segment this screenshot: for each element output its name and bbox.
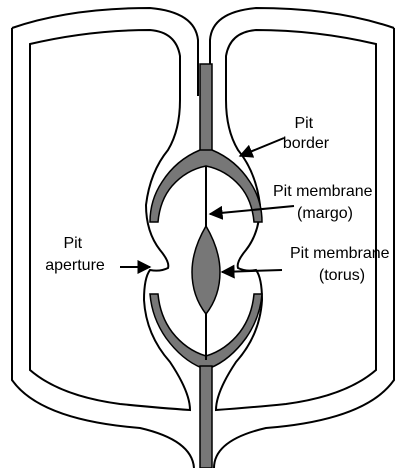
right-cell-outer-wall [210, 8, 394, 96]
arrow-torus [222, 270, 282, 272]
label-pit-aperture: Pit aperture [45, 235, 105, 274]
middle-lamella-bottom [200, 366, 212, 468]
arrow-pit-border [240, 138, 284, 156]
middle-lamella-top [200, 64, 212, 152]
left-cell-outer-wall [12, 8, 198, 96]
pit-membrane-torus [192, 226, 220, 314]
label-pit-membrane-margo: Pit membrane (margo) [273, 183, 377, 222]
left-cell-lumen [30, 30, 190, 410]
label-pit-membrane-torus: Pit membrane (torus) [290, 245, 394, 284]
label-pit-border: Pit border [283, 115, 330, 152]
